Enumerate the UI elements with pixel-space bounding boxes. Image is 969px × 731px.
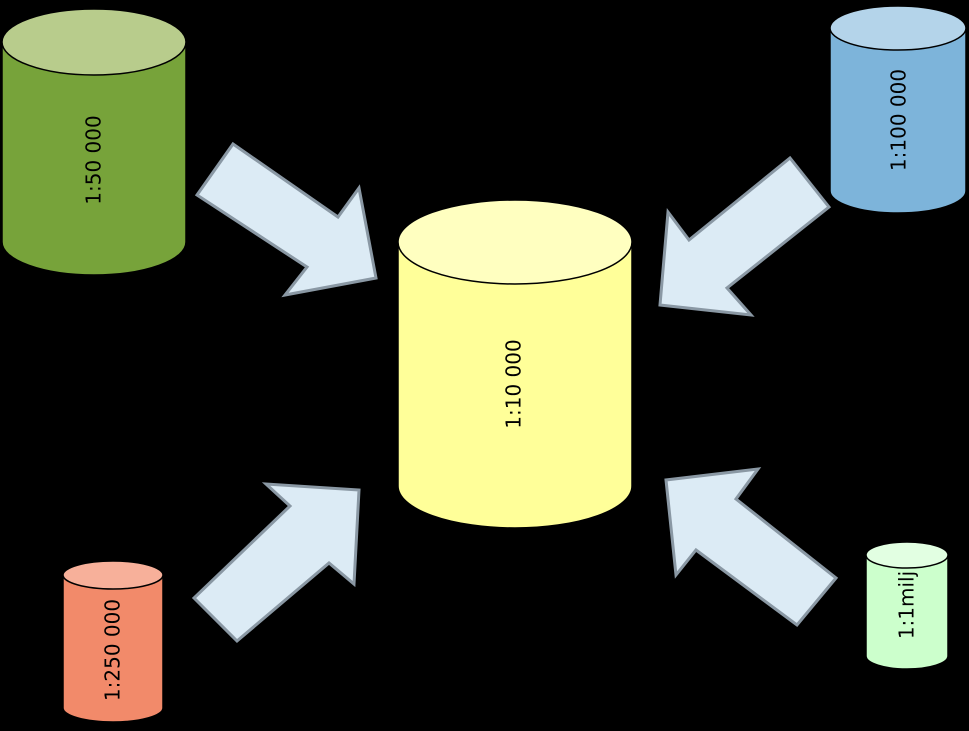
- cylinder-bottom-right-top: [865, 541, 949, 569]
- cylinder-top-right-label: 1:100 000: [887, 69, 911, 171]
- cylinder-top-left: 1:50 000: [1, 8, 187, 276]
- cylinder-bottom-right-label: 1:1milj: [895, 571, 919, 639]
- arrow-from-top-right: [658, 155, 832, 317]
- cylinder-bottom-left-body: [62, 574, 164, 723]
- cylinder-bottom-right: 1:1milj: [865, 541, 949, 670]
- arrow-from-bottom-left: [191, 482, 361, 644]
- arrow-from-top-left: [194, 141, 378, 298]
- cylinder-top-right-body: [829, 27, 967, 214]
- cylinder-center-body: [397, 241, 633, 529]
- arrow-from-bottom-right: [664, 467, 839, 628]
- cylinder-center-label: 1:10 000: [502, 339, 526, 428]
- cylinder-center: 1:10 000: [397, 199, 633, 529]
- cylinder-bottom-left-label: 1:250 000: [101, 599, 125, 701]
- cylinder-top-right: 1:100 000: [829, 5, 967, 214]
- cylinder-bottom-left-top: [62, 560, 164, 590]
- cylinder-center-top: [397, 199, 633, 285]
- cylinder-top-left-body: [1, 41, 187, 276]
- cylinder-top-left-top: [1, 8, 187, 76]
- cylinder-bottom-right-body: [865, 554, 949, 670]
- cylinder-top-right-top: [829, 5, 967, 51]
- arrows: [191, 141, 839, 644]
- cylinder-bottom-left: 1:250 000: [62, 560, 164, 723]
- cylinder-top-left-label: 1:50 000: [82, 115, 106, 204]
